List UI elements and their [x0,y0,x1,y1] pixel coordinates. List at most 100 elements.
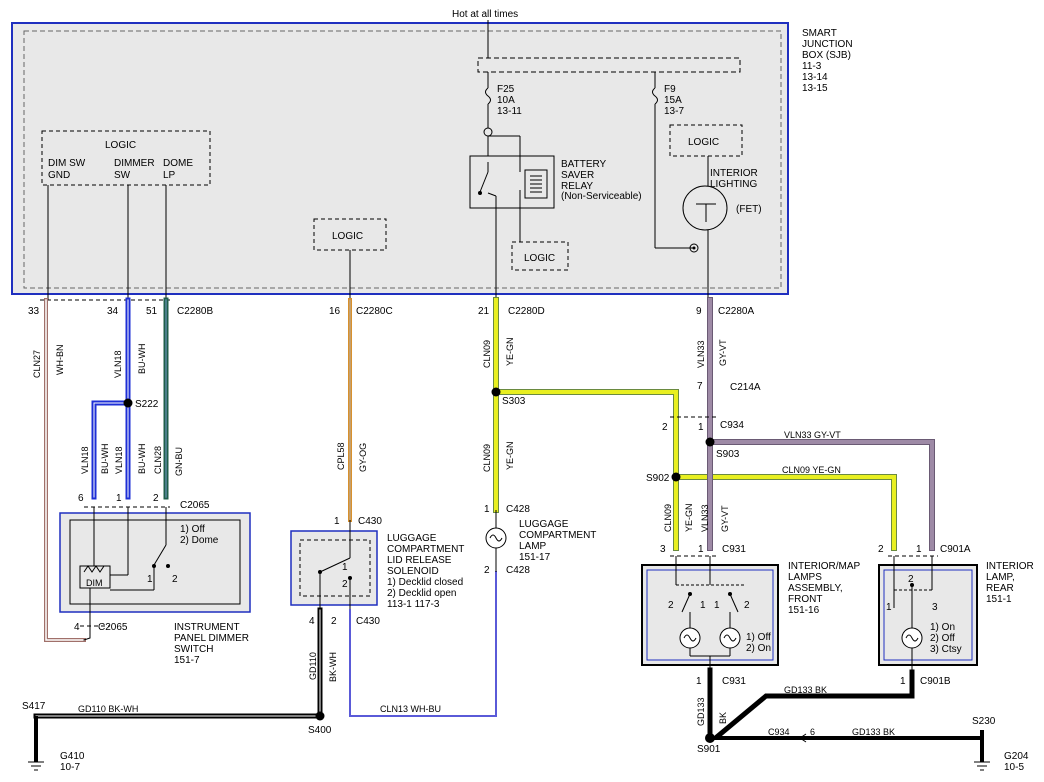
svg-text:INTERIOR/MAP: INTERIOR/MAP [788,561,861,572]
fuse-f9-icon [652,87,658,105]
pin-3-c931: 3 [660,544,666,555]
pin-2-c2065: 2 [153,493,159,504]
svg-text:13-14: 13-14 [802,72,828,83]
connector-c2065-top: C2065 [180,500,210,511]
label-gd133-vertical: GD133 [696,697,706,726]
connector-c430-top: C430 [358,516,382,527]
front-switch-left-icon [681,593,691,613]
wire-gy-vt [707,297,935,551]
svg-text:COMPARTMENT: COMPARTMENT [387,544,464,555]
label-bu-wh-right: BU-WH [137,444,147,475]
wire-ye-gn [493,297,897,551]
luggage-solenoid-box [290,530,378,606]
svg-text:BATTERY: BATTERY [561,159,607,170]
dimmer-position-off: 1) Off [180,524,205,535]
dimmer-rheostat-icon [79,565,111,589]
label-ye-gn-mid: YE-GN [505,441,515,470]
pin-1-c430: 1 [334,516,340,527]
fuse-f25-rating: 10A [497,95,515,106]
svg-text:(Non-Serviceable): (Non-Serviceable) [561,191,642,202]
label-cpl58: CPL58 [336,442,346,470]
connector-c428-top: C428 [506,504,530,515]
svg-text:ASSEMBLY,: ASSEMBLY, [788,583,843,594]
svg-text:LAMPS: LAMPS [788,572,822,583]
pin-1-c934: 1 [698,422,704,433]
pin-7: 7 [697,381,703,392]
label-cln28: CLN28 [153,446,163,474]
svg-text:INTERIOR: INTERIOR [986,561,1034,572]
label-gn-bu: GN-BU [174,447,184,476]
dimmer-pos-2: 2 [172,574,178,585]
pin-2-c934: 2 [662,422,668,433]
splice-s417: S417 [22,701,46,712]
ground-g204: G204 [1004,751,1029,762]
logic-box-relay [511,241,569,271]
ground-g204-ref: 10-5 [1004,762,1024,773]
dome-lp-label-2: LP [163,170,176,181]
svg-text:SMART: SMART [802,28,837,39]
pin-1-c931-bottom: 1 [696,676,702,687]
label-vln18-right: VLN18 [114,446,124,474]
dimmer-switch-label: INSTRUMENT PANEL DIMMER SWITCH 151-7 [174,622,249,666]
wire-bk-ground [707,667,984,741]
svg-text:151-17: 151-17 [519,552,551,563]
wire-wh-bn [44,298,86,642]
connector-c214a: C214A [730,382,761,393]
rear-pos-2: 2 [908,574,914,585]
label-vln33-top: VLN33 [696,340,706,368]
dome-lp-label: DOME [163,158,193,169]
luggage-solenoid-label: LUGGAGE COMPARTMENT LID RELEASE SOLENOID… [387,533,464,610]
interior-lighting-label-2: LIGHTING [710,179,757,190]
logic-box-center [313,218,387,251]
front-pos-2-right: 2 [744,600,750,611]
connector-c2065-bottom: C2065 [98,622,128,633]
fuse-f9-rating: 15A [664,95,682,106]
power-bus [477,57,741,73]
connector-c2280a: C2280A [718,306,754,317]
pin-6-c934: 6 [810,727,815,737]
pin-4-c430: 4 [309,616,315,627]
ground-g204-icon [974,761,990,771]
logic-box-right [669,124,743,157]
label-vln18-top: VLN18 [113,350,123,378]
connector-c2280b: C2280B [177,306,213,317]
dimmer-dim-label: DIM [86,578,103,588]
relay-switch-icon [479,171,489,193]
svg-text:11-3: 11-3 [802,61,822,72]
relay-coil-icon [524,169,548,199]
splice-s901: S901 [697,744,721,755]
splice-s222: S222 [135,399,159,410]
svg-text:LAMP,: LAMP, [986,572,1015,583]
svg-text:SWITCH: SWITCH [174,644,213,655]
label-c934-lower: C934 [768,727,790,737]
label-gd133-bk-bottom: GD133 BK [852,727,895,737]
connector-c430-bottom: C430 [356,616,380,627]
rear-position-on: 1) On [930,622,955,633]
wire-bu-wh [91,297,131,500]
connector-c931-top: C931 [722,544,746,555]
logic-right-label: LOGIC [688,137,719,148]
label-bk-vertical: BK [718,712,728,724]
sjb-box [11,22,789,295]
label-vln18-left: VLN18 [80,446,90,474]
splice-s902: S902 [646,473,670,484]
rear-lamp-label: INTERIOR LAMP, REAR 151-1 [986,561,1034,605]
front-position-on: 2) On [746,643,771,654]
splice-s222-dot [123,398,133,408]
splice-s303: S303 [502,396,526,407]
relay-label: BATTERY SAVER RELAY (Non-Serviceable) [561,159,642,202]
pin-2-c428: 2 [484,565,490,576]
connector-c2280c: C2280C [356,306,393,317]
fuse-f25-ref: 13-11 [497,106,522,117]
hot-label: Hot at all times [452,9,518,20]
svg-text:151-1: 151-1 [986,594,1012,605]
svg-text:RELAY: RELAY [561,181,593,192]
pin-2-c901a: 2 [878,544,884,555]
svg-text:SOLENOID: SOLENOID [387,566,439,577]
label-gd133-bk-top: GD133 BK [784,685,827,695]
pin-4-c2065: 4 [74,622,80,633]
battery-saver-relay [469,155,555,209]
sjb-label: SMART JUNCTION BOX (SJB) 11-3 13-14 13-1… [802,28,853,94]
pin-51: 51 [146,306,158,317]
connector-c931-bottom: C931 [722,676,746,687]
